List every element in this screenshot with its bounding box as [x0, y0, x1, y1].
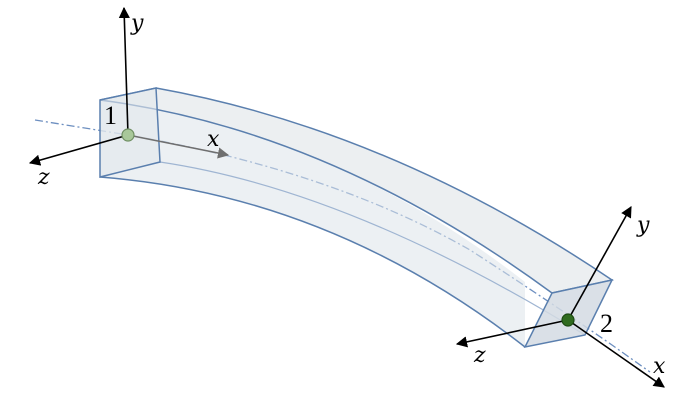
node-2-z-label: z: [473, 343, 486, 368]
beam-side-face: [100, 100, 525, 347]
node-2-x-label: x: [653, 354, 666, 379]
node-2-x-axis: [567, 319, 665, 388]
node-1-marker: [121, 128, 135, 142]
node-2-y-axis: [567, 206, 632, 321]
node-1-label: 1: [104, 101, 117, 130]
node-1-z-label: z: [37, 165, 50, 190]
node-1-x-label: x: [207, 127, 220, 152]
node-2-marker: [561, 313, 575, 327]
beam-lower-edge: [99, 176, 526, 348]
beam-back-lower-edge: [159, 161, 586, 336]
node-1-z-axis: [28, 134, 129, 166]
node-2-y-label: y: [636, 213, 650, 238]
node-1-x-axis: [127, 134, 230, 159]
node-2-axes: y z x 2: [455, 206, 666, 388]
node-2-z-axis: [455, 319, 569, 348]
node-1-axes: y z x 1: [28, 6, 230, 190]
node-1-y-label: y: [130, 11, 144, 36]
node-1-y-axis: [118, 6, 130, 136]
node-2-label: 2: [600, 309, 613, 338]
